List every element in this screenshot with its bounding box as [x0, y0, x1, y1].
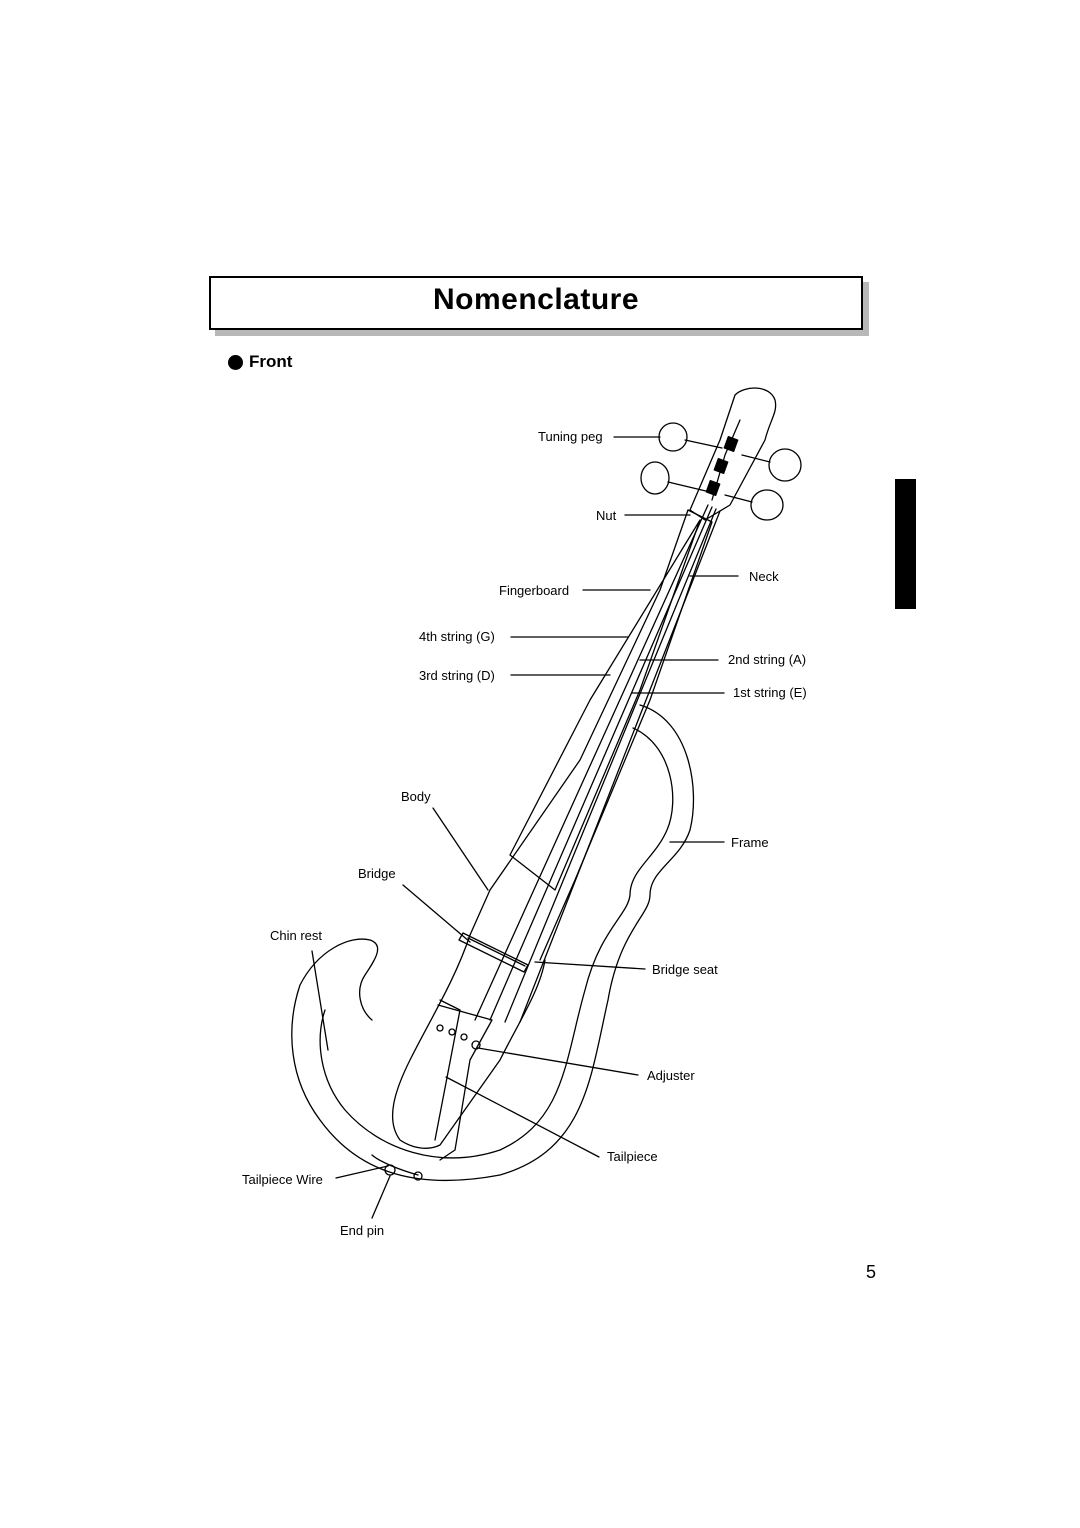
leader-tailpiece: [445, 1076, 600, 1158]
title-box: Nomenclature: [209, 276, 863, 330]
fingerboard: [509, 519, 701, 891]
bridge: [458, 932, 529, 973]
end-pin: [384, 1164, 396, 1176]
label-end-pin: End pin: [340, 1223, 385, 1238]
string-3: [489, 506, 713, 1021]
label-frame: Frame: [731, 835, 769, 850]
leader-end-pin: [371, 1175, 391, 1219]
tuning-peg-2: [640, 461, 711, 495]
leader-adjuster: [477, 1047, 639, 1076]
label-tailpiece: Tailpiece: [607, 1149, 658, 1164]
label-string-3: 3rd string (D): [419, 668, 495, 683]
leader-body: [432, 807, 489, 891]
bullet-icon: [228, 355, 243, 370]
label-bridge-seat: Bridge seat: [652, 962, 718, 977]
page-number: 5: [866, 1262, 877, 1282]
section-label: Front: [249, 352, 293, 371]
bridge-line: [467, 937, 526, 967]
leader-bridge: [402, 884, 471, 943]
label-tailpiece-wire: Tailpiece Wire: [242, 1172, 323, 1187]
body-inner: [434, 999, 461, 1141]
label-bridge: Bridge: [358, 866, 396, 881]
leader-chin-rest: [311, 950, 329, 1051]
adjuster-knob: [471, 1040, 481, 1050]
pegbox: [689, 387, 777, 521]
tuning-peg-4: [724, 489, 784, 521]
label-adjuster: Adjuster: [647, 1068, 695, 1083]
fine-tuner-2: [448, 1028, 456, 1036]
label-body: Body: [401, 789, 431, 804]
body-outline: [392, 934, 546, 1149]
page-title: Nomenclature: [432, 283, 640, 316]
string-4: [474, 504, 709, 1021]
fine-tuner-1: [436, 1024, 444, 1032]
peg-slot-1: [723, 436, 739, 452]
label-neck: Neck: [749, 569, 779, 584]
label-fingerboard: Fingerboard: [499, 583, 570, 598]
leader-tailpiece-wire: [335, 1165, 389, 1179]
wire-knob: [413, 1171, 423, 1181]
side-tab: [895, 479, 916, 609]
label-tuning-peg: Tuning peg: [538, 429, 603, 444]
label-chin-rest: Chin rest: [270, 928, 323, 943]
fine-tuner-3: [460, 1033, 468, 1041]
string-1: [519, 510, 721, 1023]
label-string-1: 1st string (E): [733, 685, 807, 700]
label-nut: Nut: [596, 508, 617, 523]
label-string-2: 2nd string (A): [728, 652, 807, 667]
tailpiece: [437, 1004, 493, 1161]
string-2: [504, 508, 717, 1023]
peg-slot-2: [713, 458, 729, 474]
frame-outline: [291, 704, 695, 1182]
frame-inner: [319, 727, 674, 1159]
leader-bridge-seat: [534, 961, 646, 970]
neck-outline: [539, 509, 713, 961]
peg-slot-3: [705, 480, 721, 496]
tuning-peg-3: [741, 448, 802, 482]
neck-outline-left: [469, 509, 689, 936]
label-string-4: 4th string (G): [419, 629, 495, 644]
tuning-peg-1: [658, 422, 723, 452]
